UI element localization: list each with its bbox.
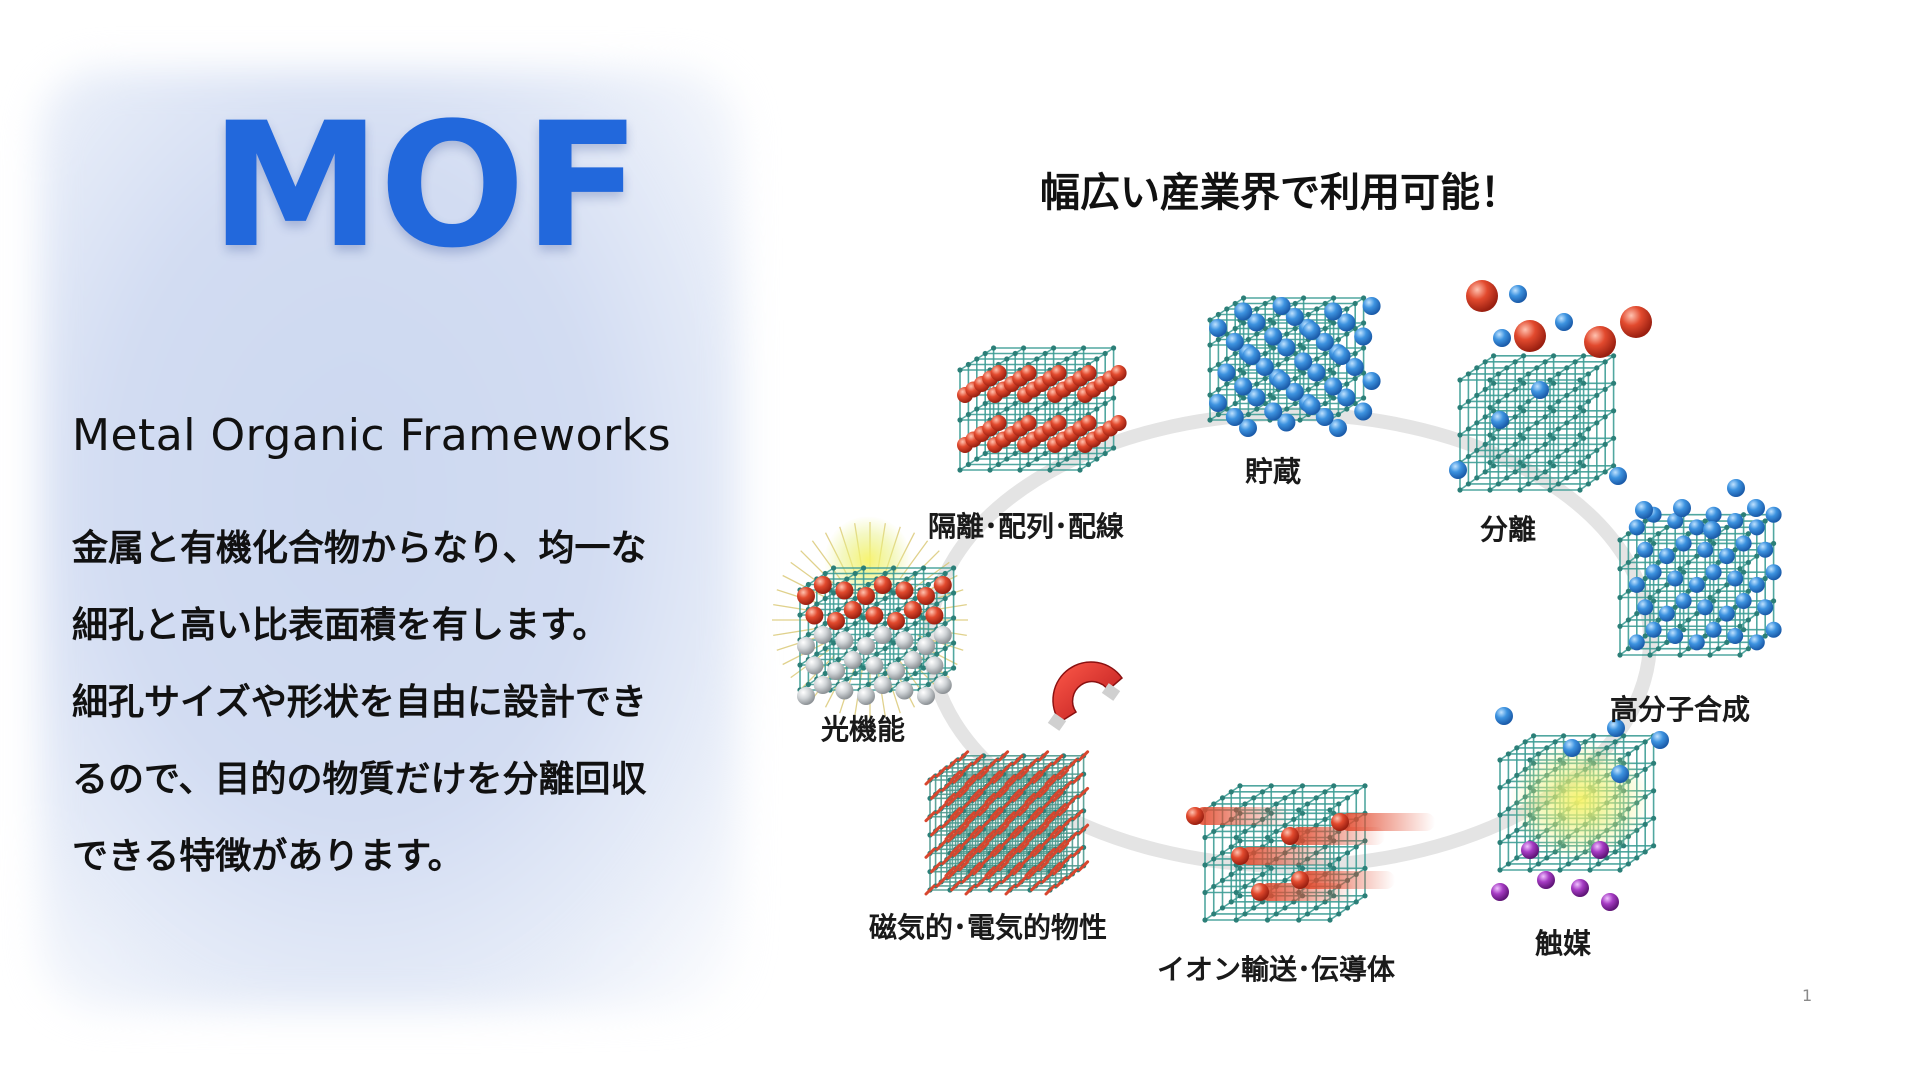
polymer-synthesis-crystal-icon (1617, 479, 1782, 658)
ion-transport-crystal-icon (1186, 783, 1435, 923)
slide-subtitle: Metal Organic Frameworks (72, 410, 672, 461)
label-magnetic-electric: 磁気的･電気的物性 (868, 911, 1108, 944)
label-isolation-array: 隔離･配列･配線 (927, 510, 1125, 543)
storage-crystal-icon (1207, 295, 1381, 437)
magnetic-crystal-icon (924, 661, 1124, 896)
label-polymer-synthesis: 高分子合成 (1609, 693, 1751, 726)
description-line: るので、目的の物質だけを分離回収 (72, 759, 647, 800)
separation-crystal-icon (1449, 280, 1652, 493)
description-line: 細孔と高い比表面積を有します。 (72, 605, 609, 646)
isolation-crystal-icon (957, 345, 1127, 473)
applications-title: 幅広い産業界で利用可能！ (1040, 170, 1520, 216)
label-catalyst: 触媒 (1534, 927, 1592, 960)
description-line: できる特徴があります。 (72, 836, 464, 877)
description: 金属と有機化合物からなり、均一な 細孔と高い比表面積を有します。 細孔サイズや形… (72, 510, 712, 895)
label-separation: 分離 (1479, 513, 1537, 546)
left-panel-background (40, 70, 740, 1010)
slide-title: MOF (210, 85, 641, 286)
page-number: 1 (1802, 986, 1813, 1005)
description-line: 細孔サイズや形状を自由に設計でき (72, 682, 647, 723)
label-optical-function: 光機能 (820, 713, 906, 746)
description-line: 金属と有機化合物からなり、均一な (72, 528, 647, 569)
label-storage: 貯蔵 (1244, 455, 1302, 488)
optical-crystal-icon (772, 516, 968, 718)
catalyst-crystal-icon (1491, 707, 1669, 911)
label-ion-transport: イオン輸送･伝導体 (1156, 953, 1396, 986)
